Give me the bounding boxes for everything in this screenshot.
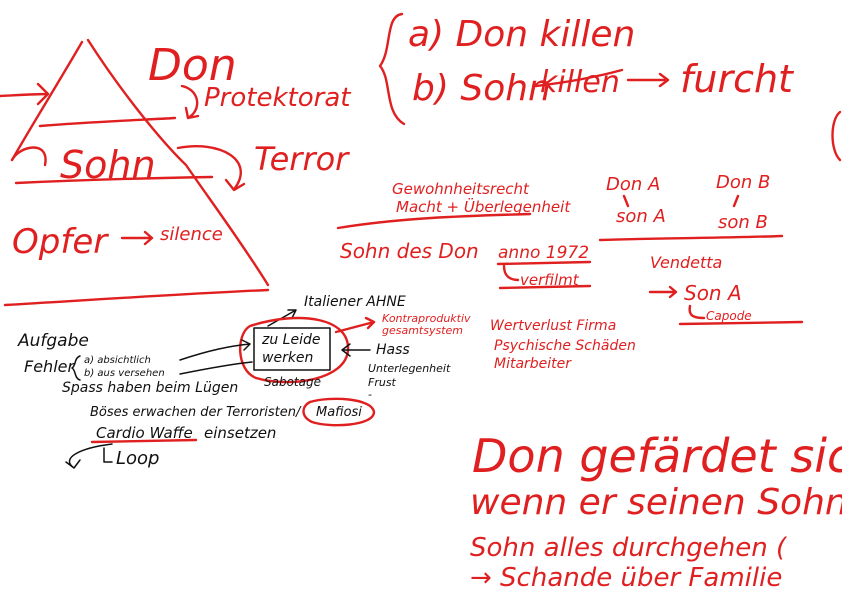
bottom-group: Don gefärdet sich wenn er seinen Sohn So… bbox=[470, 429, 842, 593]
hierarchy-pyramid: Don Sohn Opfer silence Protektorat Terro… bbox=[0, 38, 351, 307]
frust-label: Frust bbox=[368, 376, 397, 389]
son-b-label: son B bbox=[718, 212, 768, 233]
option-b-prefix: b) Sohn bbox=[412, 68, 551, 109]
pyramid-line-2 bbox=[14, 175, 214, 185]
vendetta-divider bbox=[598, 234, 784, 242]
pyramid-left-side bbox=[10, 40, 84, 162]
unterlegenheit-label: Unterlegenheit bbox=[368, 362, 451, 375]
anno-underline bbox=[496, 260, 592, 266]
hass-arrow bbox=[341, 343, 371, 357]
left-group: Aufgabe Fehler a) absichtlich b) aus ver… bbox=[17, 331, 376, 469]
bottom-line-4: → Schande über Familie bbox=[470, 563, 782, 593]
pyramid-line-1 bbox=[38, 116, 177, 128]
sohn-des-don-label: Sohn des Don bbox=[340, 239, 479, 263]
protektorat-label: Protektorat bbox=[204, 83, 351, 113]
loop-hook bbox=[103, 447, 113, 463]
son-a-label: son A bbox=[616, 206, 666, 227]
capode-underline bbox=[678, 320, 804, 326]
concept-group: Gewohnheitsrecht Macht + Überlegenheit S… bbox=[336, 180, 592, 290]
option-b-arrow bbox=[626, 72, 670, 88]
bottom-line-1: Don gefärdet sich bbox=[472, 429, 842, 483]
don-b-label: Don B bbox=[716, 172, 770, 193]
fehler-a-label: a) absichtlich bbox=[84, 355, 151, 366]
concept-brace bbox=[336, 212, 532, 230]
options-group: a) Don killen b) Sohn killen furcht bbox=[378, 12, 842, 162]
strike-through bbox=[534, 68, 624, 88]
verfilmt-arrow bbox=[502, 264, 520, 282]
option-a: a) Don killen bbox=[408, 14, 635, 55]
zu-leide-label: zu Leide bbox=[261, 332, 320, 348]
zu-leide-circle bbox=[238, 316, 350, 384]
hass-label: Hass bbox=[376, 342, 410, 358]
options-brace bbox=[378, 12, 406, 126]
don-label: Don bbox=[148, 40, 237, 91]
zu-leide-box bbox=[253, 327, 331, 371]
kontra-arrow bbox=[334, 316, 376, 334]
fehler-brace bbox=[71, 355, 81, 381]
psychische-label: Psychische Schäden bbox=[494, 338, 636, 354]
loop-arrow bbox=[65, 443, 113, 469]
sohn-label: Sohn bbox=[60, 143, 156, 187]
mafiosi-label: Mafiosi bbox=[316, 405, 362, 420]
protektorat-arrow bbox=[180, 84, 200, 120]
dash-label: - bbox=[368, 388, 372, 401]
opfer-arrow bbox=[120, 230, 154, 246]
opfer-label: Opfer bbox=[12, 222, 109, 262]
cardio-underline bbox=[90, 438, 198, 444]
boeses-label: Böses erwachen der Terroristen/ bbox=[90, 405, 302, 420]
werken-label: werken bbox=[262, 350, 313, 366]
bottom-line-3: Sohn alles durchgehen ( bbox=[470, 533, 788, 563]
center-group: Italiener AHNE zu Leide werken Sabotage … bbox=[238, 294, 636, 401]
pyramid-line-4 bbox=[10, 146, 47, 167]
option-b-result: furcht bbox=[680, 57, 795, 101]
verfilmt-box bbox=[498, 284, 592, 290]
sabotage-label: Sabotage bbox=[264, 375, 321, 389]
vendetta-arrow bbox=[648, 285, 678, 299]
don-b-link bbox=[732, 194, 740, 208]
capode-label: Capode bbox=[706, 309, 752, 323]
verfilmt-label: verfilmt bbox=[520, 271, 580, 289]
silence-label: silence bbox=[160, 224, 223, 245]
fehler-arrow bbox=[179, 339, 251, 361]
aufgabe-label: Aufgabe bbox=[17, 331, 89, 351]
pyramid-line-3 bbox=[3, 288, 270, 307]
capode-arrow bbox=[688, 304, 706, 320]
pyramid-right-side bbox=[86, 38, 270, 287]
edge-bracket bbox=[831, 110, 842, 162]
vendetta-label: Vendetta bbox=[650, 253, 722, 272]
gesamtsystem-label: gesamtsystem bbox=[382, 324, 463, 337]
fehler-arrow-2 bbox=[179, 361, 253, 375]
vendetta-group: Don A Don B son A son B Vendetta Son A C… bbox=[598, 172, 804, 326]
spass-label: Spass haben beim Lügen bbox=[62, 380, 238, 396]
mafiosi-circle bbox=[302, 397, 376, 427]
terror-arrow bbox=[176, 145, 246, 192]
don-a-label: Don A bbox=[606, 174, 660, 195]
loop-label: Loop bbox=[116, 448, 159, 469]
don-a-link bbox=[622, 194, 630, 208]
bottom-line-2: wenn er seinen Sohn bbox=[470, 482, 842, 523]
italiener-label: Italiener AHNE bbox=[304, 294, 406, 310]
cardio-label: Cardio Waffe bbox=[96, 424, 193, 442]
kontraproduktiv-label: Kontraproduktiv bbox=[382, 312, 471, 325]
arrow-into-pyramid bbox=[0, 82, 50, 106]
fehler-label: Fehler bbox=[24, 357, 75, 376]
anno-label: anno 1972 bbox=[498, 243, 589, 263]
wertverlust-label: Wertverlust Firma bbox=[490, 318, 616, 334]
mitarbeiter-label: Mitarbeiter bbox=[494, 356, 572, 372]
gewohnheitsrecht-label: Gewohnheitsrecht bbox=[392, 180, 530, 198]
son-a-result-label: Son A bbox=[684, 281, 742, 305]
einsetzen-label: einsetzen bbox=[204, 424, 276, 442]
macht-label: Macht + Überlegenheit bbox=[396, 197, 571, 216]
option-b-struck: killen bbox=[540, 65, 620, 100]
fehler-b-label: b) aus versehen bbox=[84, 368, 165, 379]
terror-label: Terror bbox=[254, 140, 350, 178]
